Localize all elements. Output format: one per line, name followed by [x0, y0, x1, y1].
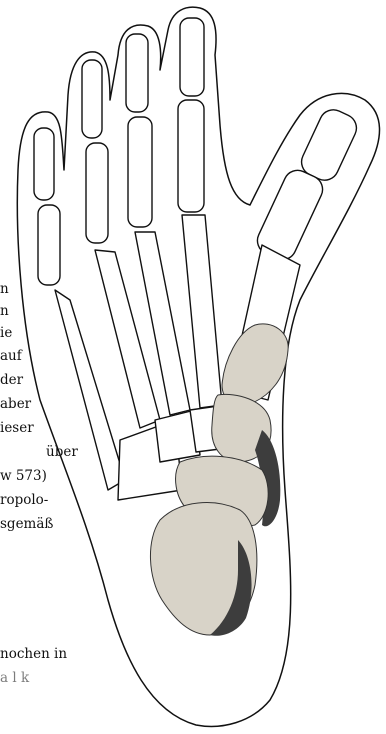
- toe2-phalanx-proximal: [178, 100, 204, 212]
- text-fragment-2: n: [0, 303, 9, 319]
- toe4-phalanx-distal: [82, 60, 102, 138]
- toe5-phalanx-proximal: [38, 205, 60, 285]
- toe3-phalanx-distal: [126, 34, 148, 112]
- text-fragment-4: auf: [0, 348, 22, 364]
- text-fragment-6: aber: [0, 396, 31, 412]
- text-fragment-9: w 573): [0, 468, 47, 484]
- text-fragment-1: n: [0, 281, 9, 297]
- text-fragment-11: sgemäß: [0, 516, 53, 532]
- toe4-phalanx-proximal: [86, 143, 108, 243]
- text-fragment-8: über: [46, 444, 78, 460]
- text-fragment-10: ropolo-: [0, 492, 48, 508]
- text-fragment-5: der: [0, 372, 23, 388]
- toe2-phalanx-distal: [180, 18, 204, 96]
- toe3-phalanx-proximal: [128, 117, 152, 227]
- text-fragment-12: nochen in: [0, 646, 67, 662]
- text-fragment-3: ie: [0, 325, 12, 341]
- toe5-phalanx-distal: [34, 128, 54, 200]
- text-fragment-7: ieser: [0, 420, 34, 436]
- text-fragment-13: a l k: [0, 670, 29, 686]
